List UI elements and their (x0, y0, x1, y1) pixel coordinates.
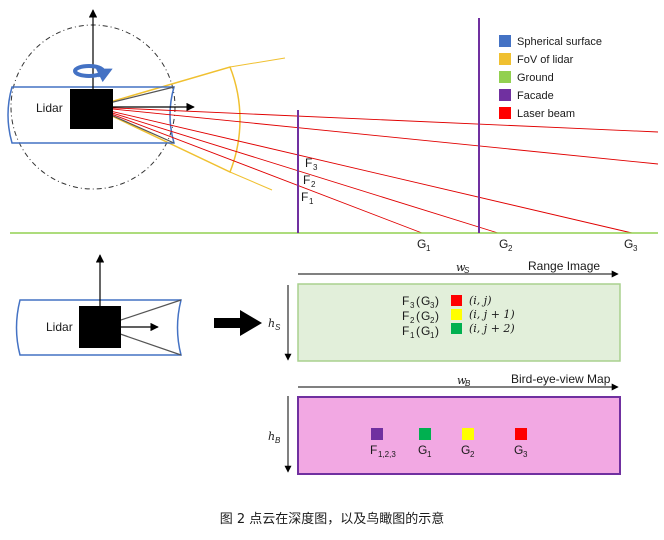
svg-text:G: G (624, 237, 633, 251)
svg-text:): ) (435, 324, 439, 338)
svg-text:G: G (499, 237, 508, 251)
laser-beam-f3-g3 (92, 106, 633, 234)
svg-text:F: F (303, 173, 310, 187)
range-image-row-f1: F 1 ( G 1 ) (i, j + 2) (402, 322, 515, 340)
svg-text:2: 2 (410, 316, 415, 325)
svg-text:3: 3 (313, 163, 318, 172)
svg-text:(i, j): (i, j) (469, 294, 492, 307)
beam-label-f2: F 2 (303, 173, 316, 189)
svg-text:S: S (275, 323, 281, 332)
svg-text:3: 3 (633, 244, 638, 253)
svg-text:G: G (418, 443, 427, 457)
beam-label-f3: F 3 (305, 156, 318, 172)
svg-text:G: G (417, 237, 426, 251)
ground-label-g2: G 2 (499, 237, 513, 253)
range-image-width-label: w S (456, 261, 470, 275)
projection-arrow-icon (214, 310, 262, 336)
svg-text:2: 2 (508, 244, 513, 253)
ground-label-g1: G 1 (417, 237, 431, 253)
svg-text:1: 1 (309, 197, 314, 206)
bev-cell-g3: G 3 (514, 428, 528, 459)
lidar-box (70, 89, 113, 129)
bev-map-title: Bird-eye-view Map (511, 372, 611, 386)
svg-text:F: F (402, 324, 409, 338)
svg-text:Spherical surface: Spherical surface (517, 36, 602, 48)
range-image-row-f2: F 2 ( G 2 ) (i, j + 1) (402, 308, 515, 325)
svg-text:): ) (435, 309, 439, 323)
svg-text:3: 3 (430, 301, 435, 310)
svg-text:Ground: Ground (517, 72, 554, 84)
svg-text:3: 3 (410, 301, 415, 310)
svg-text:G: G (421, 309, 430, 323)
svg-text:1: 1 (430, 331, 435, 340)
svg-text:Facade: Facade (517, 90, 554, 102)
svg-text:(i, j + 1): (i, j + 1) (469, 308, 515, 321)
svg-text:2: 2 (311, 180, 316, 189)
svg-text:F: F (370, 443, 377, 457)
legend: Spherical surface FoV of lidar Ground Fa… (499, 35, 602, 120)
figure-caption: 图 2 点云在深度图，以及鸟瞰图的示意 (220, 511, 445, 527)
fov-upper-extension (229, 57, 286, 68)
svg-text:2: 2 (470, 450, 475, 459)
legend-item-fov: FoV of lidar (499, 53, 574, 66)
svg-text:G: G (421, 294, 430, 308)
svg-text:F: F (402, 309, 409, 323)
range-image-panel: w S Range Image h S F 3 ( G 3 ) (i, j) F… (268, 259, 621, 362)
svg-text:(i, j + 2): (i, j + 2) (469, 322, 515, 335)
bev-map-height-label: h B (268, 430, 281, 445)
svg-text:1: 1 (410, 331, 415, 340)
svg-text:G: G (514, 443, 523, 457)
range-image-row-f3: F 3 ( G 3 ) (i, j) (402, 294, 492, 310)
bev-map-box (297, 396, 621, 475)
svg-text:FoV of lidar: FoV of lidar (517, 54, 574, 66)
range-image-title: Range Image (528, 259, 600, 273)
svg-text:B: B (465, 379, 471, 388)
svg-text:3: 3 (523, 450, 528, 459)
legend-item-spherical-surface: Spherical surface (499, 35, 602, 48)
lidar-box (79, 306, 121, 348)
svg-text:Laser beam: Laser beam (517, 108, 575, 120)
svg-text:G: G (461, 443, 470, 457)
bev-cell-f123: F 1,2,3 (370, 428, 396, 459)
laser-beam-upper (92, 106, 659, 165)
beam-label-f1: F 1 (301, 190, 314, 206)
range-image-height-label: h S (268, 317, 281, 332)
svg-text:F: F (301, 190, 308, 204)
legend-item-facade: Facade (499, 89, 554, 102)
svg-text:F: F (305, 156, 312, 170)
svg-text:w: w (456, 261, 466, 274)
svg-text:w: w (457, 374, 467, 387)
bev-cell-g1: G 1 (418, 428, 432, 459)
fov-arc (90, 66, 241, 174)
svg-text:(: ( (416, 294, 420, 308)
ground-label-g3: G 3 (624, 237, 638, 253)
bottom-lidar-view: Lidar (15, 254, 182, 356)
laser-beam-f1-g1 (92, 106, 423, 234)
legend-item-ground: Ground (499, 71, 554, 84)
svg-text:F: F (402, 294, 409, 308)
svg-text:B: B (275, 436, 281, 445)
lidar-label: Lidar (36, 101, 63, 115)
svg-text:(: ( (416, 309, 420, 323)
svg-text:): ) (435, 294, 439, 308)
svg-text:1: 1 (426, 244, 431, 253)
lidar-label: Lidar (46, 320, 73, 334)
svg-text:S: S (464, 266, 470, 275)
svg-text:G: G (421, 324, 430, 338)
bev-map-panel: w B Bird-eye-view Map h B F 1,2,3 G 1 G … (268, 372, 621, 475)
rotation-arrow-icon (73, 64, 113, 83)
svg-text:h: h (268, 317, 275, 330)
bev-map-width-label: w B (457, 374, 471, 388)
svg-text:1,2,3: 1,2,3 (378, 450, 396, 459)
top-view: Lidar F 3 F 2 F 1 G 1 G 2 G 3 (7, 9, 659, 253)
laser-beam-f2-g2 (92, 106, 499, 234)
svg-text:1: 1 (427, 450, 432, 459)
legend-item-laser-beam: Laser beam (499, 107, 575, 120)
svg-text:(: ( (416, 324, 420, 338)
svg-text:2: 2 (430, 316, 435, 325)
svg-text:h: h (268, 430, 275, 443)
bev-cell-g2: G 2 (461, 428, 475, 459)
fov-lower-extension (229, 171, 273, 191)
